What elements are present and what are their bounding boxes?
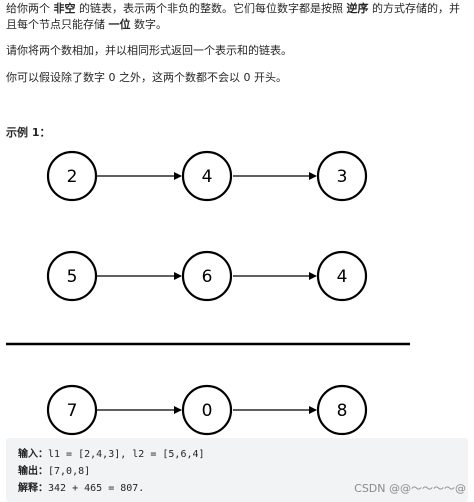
list1-node-1-label: 2 xyxy=(67,167,78,187)
list1-node-3-label: 3 xyxy=(337,167,348,187)
result-node-1-label: 7 xyxy=(67,401,78,421)
desc-text-2: 的链表，表示两个非负的整数。它们每位数字都是按照 xyxy=(75,2,347,15)
list1-node-3 xyxy=(316,150,368,202)
desc-text-3: 的方式存储的，并且每个节点只能存储 xyxy=(6,2,460,31)
description-paragraph-1: 给你两个 非空 的链表，表示两个非负的整数。它们每位数字都是按照 逆序 的方式存… xyxy=(6,1,468,33)
example-title: 示例 1： xyxy=(6,126,51,139)
input-label: 输入： xyxy=(18,449,48,460)
list2-node-2-label: 6 xyxy=(202,267,213,287)
desc-bold-reverse: 逆序 xyxy=(346,2,369,15)
explanation-line: 解释：342 + 465 = 807. xyxy=(18,482,144,496)
list1-row: 2 4 3 xyxy=(46,150,368,202)
result-node-3-label: 8 xyxy=(337,401,348,421)
explanation-label: 解释： xyxy=(18,483,48,494)
csdn-watermark: CSDN @@～～～～@ xyxy=(354,482,466,495)
list1-node-2 xyxy=(181,150,233,202)
result-node-3 xyxy=(316,384,368,436)
description-paragraph-2: 请你将两个数相加，并以相同形式返回一个表示和的链表。 xyxy=(6,44,292,57)
list2-row: 5 6 4 xyxy=(46,250,368,302)
description-paragraph-3: 你可以假设除了数字 0 之外，这两个数都不会以 0 开头。 xyxy=(6,71,287,84)
list1-node-2-label: 4 xyxy=(202,167,213,187)
example-code-block: 输入：l1 = [2,4,3], l2 = [5,6,4] 输出：[7,0,8]… xyxy=(6,438,468,502)
input-line: 输入：l1 = [2,4,3], l2 = [5,6,4] xyxy=(18,448,205,462)
list2-node-2 xyxy=(181,250,233,302)
output-label: 输出： xyxy=(18,466,48,477)
list1-node-1 xyxy=(46,150,98,202)
desc-bold-nonempty: 非空 xyxy=(53,2,76,15)
output-line: 输出：[7,0,8] xyxy=(18,465,90,479)
list2-node-1-label: 5 xyxy=(67,267,78,287)
result-row: 7 0 8 xyxy=(46,384,368,436)
result-node-1 xyxy=(46,384,98,436)
output-value: [7,0,8] xyxy=(48,466,91,477)
result-node-2 xyxy=(181,384,233,436)
list2-node-1 xyxy=(46,250,98,302)
list2-node-3 xyxy=(316,250,368,302)
input-value: l1 = [2,4,3], l2 = [5,6,4] xyxy=(48,449,205,460)
desc-text-1: 给你两个 xyxy=(6,2,54,15)
explanation-value: 342 + 465 = 807. xyxy=(48,483,145,494)
desc-bold-onedigit: 一位 xyxy=(108,18,131,31)
desc-text-4: 数字。 xyxy=(130,18,167,31)
list2-node-3-label: 4 xyxy=(337,267,348,287)
result-node-2-label: 0 xyxy=(202,401,213,421)
